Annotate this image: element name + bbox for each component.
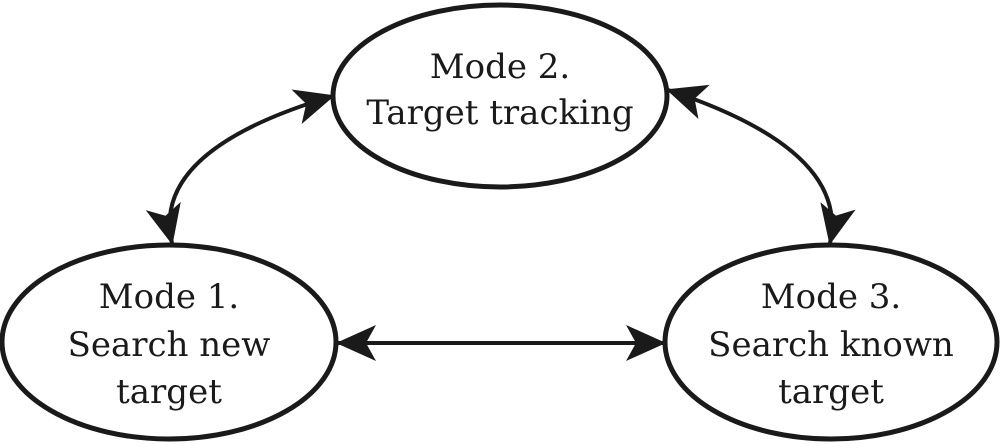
- node-mode1-ellipse: [0, 242, 339, 442]
- node-mode3-ellipse: [662, 242, 1000, 442]
- node-mode2: Mode 2. Target tracking: [330, 2, 670, 190]
- edge-mode2-mode3: [666, 84, 856, 245]
- node-mode2-line-1: Mode 2.: [430, 47, 570, 87]
- node-mode3-line-2: Search known: [708, 325, 954, 365]
- node-mode3-line-1: Mode 3.: [761, 277, 901, 317]
- edges: [145, 84, 856, 361]
- node-mode1-line-2: Search new: [68, 325, 271, 365]
- node-mode2-line-2: Target tracking: [366, 93, 633, 133]
- node-mode3-line-3: target: [778, 372, 884, 412]
- edge-mode1-mode2: [145, 89, 335, 245]
- node-mode3: Mode 3. Search known target: [662, 242, 1000, 442]
- node-mode2-ellipse: [330, 2, 670, 190]
- node-mode1-line-1: Mode 1.: [99, 277, 239, 317]
- node-mode1-line-3: target: [116, 372, 222, 412]
- node-mode1: Mode 1. Search new target: [0, 242, 339, 442]
